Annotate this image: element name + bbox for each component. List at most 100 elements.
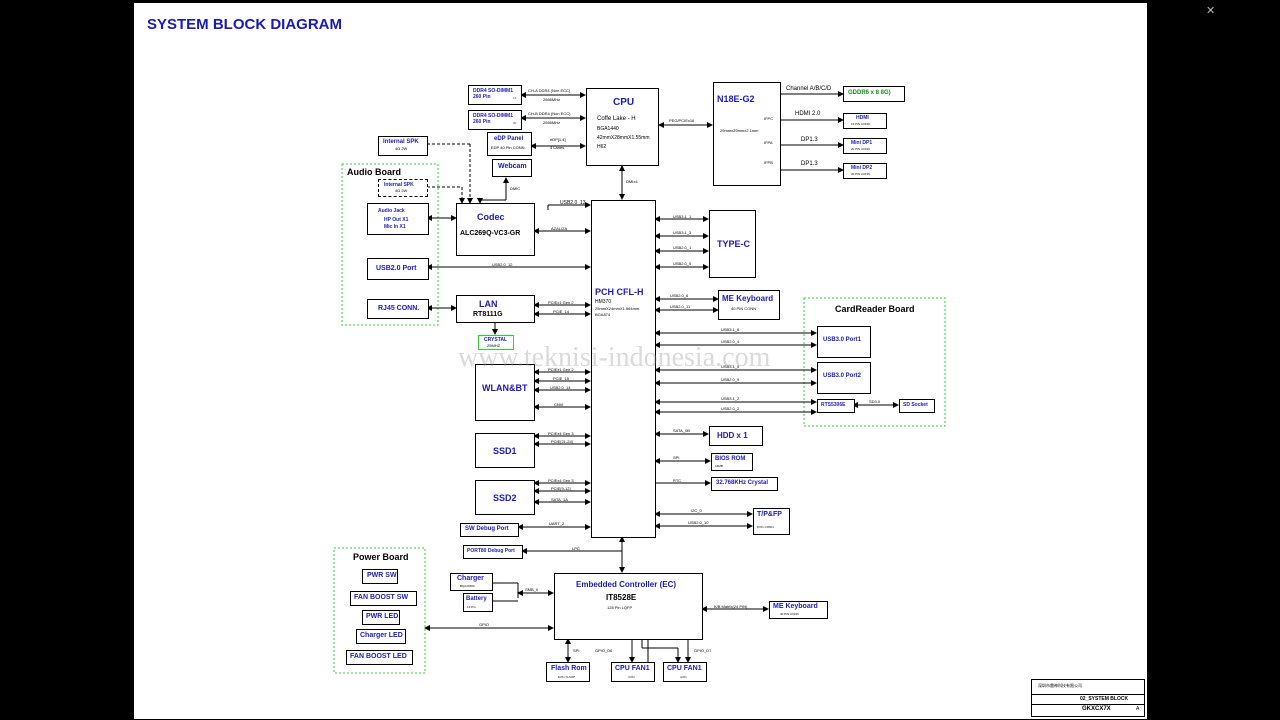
title-block: 深圳市雷神科技有限公司 02_SYSTEM BLOCK GKXCX7X A (1031, 679, 1145, 717)
typec-bus3: USB2.0_1 (673, 245, 692, 250)
sd-socket-block[interactable]: SD Socket (899, 399, 935, 413)
codec-block[interactable]: Codec ALC269Q-VC3-GR (456, 203, 535, 256)
cpu-fan1b-block[interactable]: CPU FAN1 4 Pin (663, 662, 707, 682)
azaliza-label: AZALIZA (551, 226, 568, 231)
watermark: www.teknisi-indonesia.com (458, 342, 771, 373)
ssd2-block[interactable]: SSD2 (475, 480, 535, 515)
tpfp-usb-label: USB2.0_10 (688, 520, 709, 525)
lpc-label: LPC (572, 546, 580, 551)
ssd1-bus2: PCIE[21-24] (551, 439, 573, 444)
wlan-bus1: PCIEx1 Gen 2 (548, 367, 574, 372)
gpio-d6-label: GPIO_D6 (595, 648, 613, 653)
mini-dp2-block[interactable]: Mini DP2 20 PIN CONN. (843, 163, 887, 179)
smb-label: SMB_0 (525, 587, 539, 592)
wlan-bus4: CNVi (554, 402, 564, 407)
flash-rom-block[interactable]: Flash Rom 8 Pin N-SOP (546, 662, 590, 682)
pwr-led[interactable]: PWR LED (362, 610, 400, 625)
rtc-crystal-block[interactable]: 32.768KHz Crystal (711, 477, 778, 491)
cpu-fan1-block[interactable]: CPU FAN1 4 Pin (611, 662, 655, 682)
dimm2-block[interactable]: DDR4 SO-DIMM1 260 Pin 20 (468, 110, 522, 130)
rtc-label: RTC (673, 478, 682, 483)
internal-spk-block[interactable]: Internal SPK 4Ω 2W (378, 136, 428, 156)
usb3p2-bus2: USB2.0_9 (721, 377, 740, 382)
usb3p1-bus1: USB3.1_6 (721, 327, 740, 332)
page-title: SYSTEM BLOCK DIAGRAM (147, 16, 342, 33)
usb3-port2-block[interactable]: USB3.0 Port2 (817, 362, 871, 394)
uart-label: UART_2 (549, 521, 565, 526)
me-keyboard2-block[interactable]: ME Keyboard 40 PIN CONN (769, 601, 828, 619)
audio-jack-block[interactable]: Audio Jack HP Out X1 Mic In X1 (367, 203, 429, 235)
mekb1-bus1: USB2.0_6 (670, 293, 689, 298)
embedded-controller-block[interactable]: Embedded Controller (EC) IT8528E 128 Pin… (554, 573, 703, 640)
cpu-block[interactable]: CPU Coffe Lake - H BGA1440 42mmX28mmX1.5… (586, 88, 659, 166)
port80-block[interactable]: PORT80 Debug Port (463, 545, 523, 559)
ssd2-bus1: PCIEx4 Gen 3 (548, 478, 574, 483)
edp-bus-label: eDP[1.4] (550, 137, 566, 142)
sata-label: SATA_0B (673, 428, 690, 433)
edp-panel-block[interactable]: eDP Panel EDP 40 Pin CONN. (487, 132, 532, 156)
spi-label: SPI (673, 455, 680, 460)
hdd-block[interactable]: HDD x 1 (709, 426, 763, 446)
sd3-label: SD3.0 (869, 399, 881, 404)
lan-bus2: PCIE_14 (553, 309, 570, 314)
typec-bus2: USB3.1_3 (673, 230, 692, 235)
flash-spi-label: SPI (573, 648, 580, 653)
usb3p2-bus1: USB3.1_5 (721, 364, 740, 369)
pwr-sw-button[interactable]: PWR SW (362, 569, 398, 584)
touchpad-fp-block[interactable]: T/P&FP 8 Pin CONN. (753, 508, 790, 535)
mini-dp1-block[interactable]: Mini DP1 20 PIN CONN. (843, 138, 887, 154)
gddr-block[interactable]: GDDR6 x 8 8G) (843, 86, 905, 102)
edp-lanes-label: 4 Lanes (550, 145, 565, 150)
power-board-title: Power Board (353, 552, 409, 562)
dimm2-bus-label: CH-B DDR4 (Non ECC) (528, 111, 571, 116)
typec-bus1: USB3.1_1 (673, 214, 692, 219)
dimm1-block[interactable]: DDR4 SO-DIMM1 260 Pin 14 (468, 85, 522, 105)
dmic-label: DMIC (510, 186, 521, 191)
mekb1-bus2: USB2.0_11 (670, 304, 691, 309)
close-icon[interactable]: ✕ (1206, 5, 1216, 17)
usb2-port-block[interactable]: USB2.0 Port (367, 258, 429, 280)
webcam-block[interactable]: Webcam (492, 159, 532, 177)
fan-boost-sw-button[interactable]: FAN BOOST SW (350, 591, 417, 606)
wlan-bus2: PCIE_15 (553, 376, 570, 381)
me-keyboard-block[interactable]: ME Keyboard 40 PIN CONN (718, 290, 780, 320)
bios-rom-block[interactable]: BIOS ROM 16MB (711, 453, 753, 471)
codec-usb-label: USB2.0_13 (560, 200, 586, 206)
battery-block[interactable]: Battery 13 Pin (463, 593, 493, 612)
dimm1-bus-label: CH-A DDR4 (Non ECC) (528, 88, 571, 93)
hdmi-block[interactable]: HDMI 19 PIN CONN. (843, 113, 887, 129)
gpio-d7-label: GPIO_D7 (694, 648, 712, 653)
ssd1-block[interactable]: SSD1 (475, 433, 535, 468)
kb-matrix-label: K/B Matrix(24 PIN) (714, 604, 748, 609)
dmi-label: DMIx4 (626, 179, 638, 184)
charger-led[interactable]: Charger LED (356, 629, 406, 644)
ssd1-bus1: PCIEx4 Gen 3 (548, 431, 574, 436)
rts-bus1: USB3.1_2 (721, 396, 740, 401)
wlan-bus3: USB2.0_14 (550, 385, 571, 390)
lan-block[interactable]: LAN RT8111G (456, 295, 535, 323)
lan-bus1: PCIEx1 Gen 2 (548, 300, 574, 305)
sw-debug-port-block[interactable]: SW Debug Port (460, 523, 519, 537)
usb3-port1-block[interactable]: USB3.0 Port1 (817, 326, 871, 358)
gpu-block[interactable]: N18E-G2 29mmx29mmx2.1mm IFPC IFPA IFPB (713, 82, 781, 186)
usb2-port-bus: USB2.0_12 (492, 262, 513, 267)
pch-block[interactable]: PCH CFL-H HM370 25mmX24mmX1.564mm BGA874 (591, 200, 656, 538)
dimm2-speed: 2666MHz (543, 120, 561, 125)
crystal-block[interactable]: CRYSTAL 25MHZ (478, 335, 514, 350)
internal-spk2-block[interactable]: Internal SPK 4Ω 2W (378, 179, 428, 197)
fan-boost-led[interactable]: FAN BOOST LED (346, 650, 413, 665)
audio-board-title: Audio Board (347, 167, 401, 177)
hdmi-bus-label: HDMI 2.0 (795, 111, 821, 117)
rts5306e-block[interactable]: RTS5306E (817, 399, 855, 413)
ssd2-bus3: SATA_1A (551, 497, 568, 502)
type-c-block[interactable]: TYPE-C (709, 210, 756, 278)
typec-bus4: USB2.0_5 (673, 261, 692, 266)
wlan-bt-block[interactable]: WLAN&BT (475, 364, 535, 421)
peg-label: PEG/PCIEx16 (669, 118, 695, 123)
rj45-block[interactable]: RJ45 CONN. (367, 299, 429, 319)
dp2-bus-label: DP1.3 (801, 161, 818, 167)
rts-bus2: USB2.0_2 (721, 406, 740, 411)
ssd2-bus2: PCIE[9-12] (551, 486, 571, 491)
charger-block[interactable]: Charger BQ24780S (450, 573, 493, 591)
cardreader-board-title: CardReader Board (835, 304, 915, 314)
